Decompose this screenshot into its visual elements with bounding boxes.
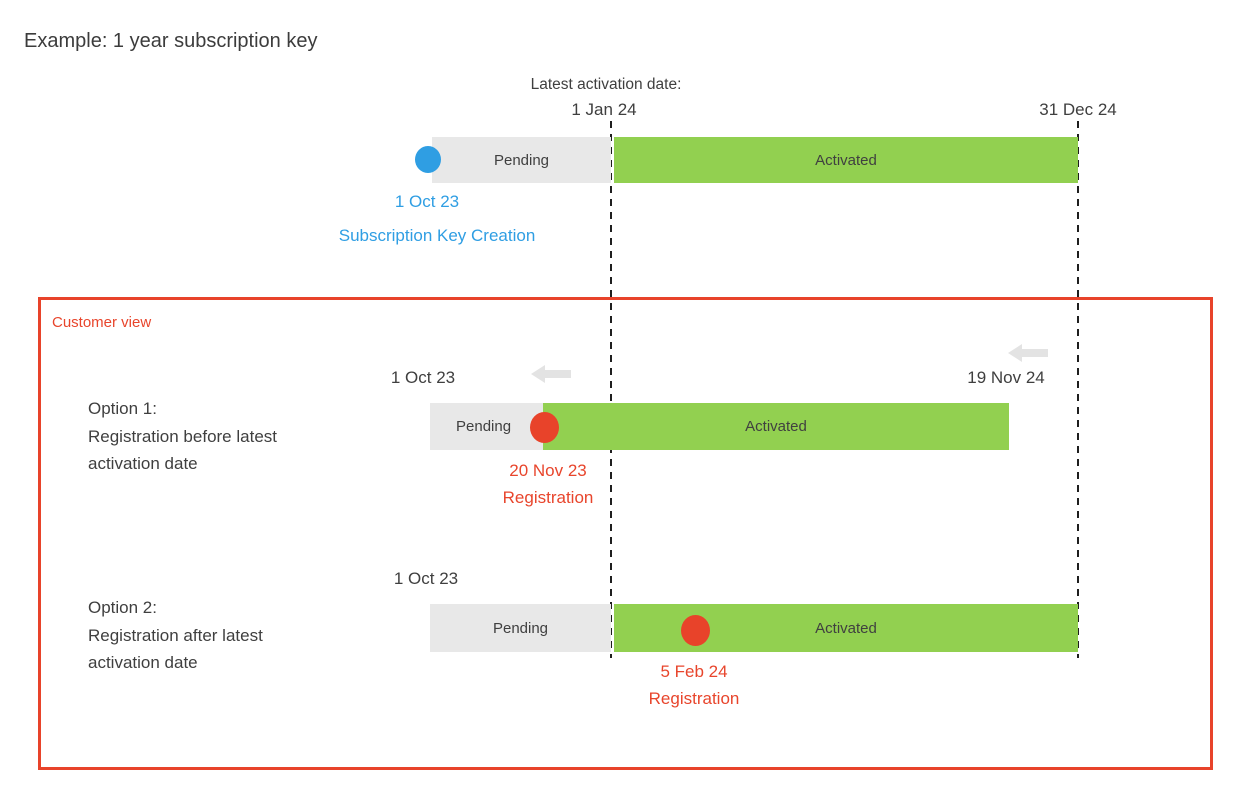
- option1-registration-date: 20 Nov 23: [509, 461, 587, 480]
- option2-activated-label: Activated: [815, 619, 877, 637]
- option2-description: Option 2: Registration after latest acti…: [88, 594, 263, 677]
- option1-pending-bar: Pending: [430, 403, 543, 450]
- option1-name: Option 1:: [88, 399, 157, 418]
- option1-description-line1: Registration before latest: [88, 426, 277, 446]
- end-date-dashed-line: [1077, 121, 1079, 658]
- vendor-activated-label: Activated: [815, 151, 877, 169]
- option2-start-date: 1 Oct 23: [393, 569, 459, 588]
- option2-registration-dot: [681, 615, 710, 646]
- customer-view-label: Customer view: [52, 314, 152, 331]
- key-creation-dot: [415, 146, 441, 173]
- option1-description-line2: activation date: [88, 454, 198, 473]
- key-creation-label: Subscription Key Creation: [338, 226, 536, 245]
- option1-registration-dot: [530, 412, 559, 443]
- latest-activation-dashed-line: [610, 121, 612, 658]
- option2-pending-label: Pending: [492, 619, 549, 637]
- option2-description-line2: activation date: [88, 653, 198, 672]
- option2-registration-label: Registration: [648, 689, 740, 708]
- option1-registration-label: Registration: [502, 488, 594, 507]
- vendor-pending-bar: Pending: [432, 137, 611, 183]
- subscription-end-date: 31 Dec 24: [1039, 100, 1117, 119]
- left-arrow-icon: [1008, 344, 1048, 362]
- option1-activated-bar: Activated: [543, 403, 1009, 450]
- latest-activation-label: Latest activation date:: [530, 76, 682, 93]
- option2-description-line1: Registration after latest: [88, 625, 263, 645]
- option1-description: Option 1: Registration before latest act…: [88, 395, 277, 478]
- left-arrow-icon: [531, 365, 571, 383]
- option2-registration-date: 5 Feb 24: [660, 662, 728, 681]
- option1-pending-label: Pending: [456, 418, 512, 435]
- customer-view-box: [38, 297, 1213, 770]
- vendor-activated-bar: Activated: [614, 137, 1078, 183]
- page-title: Example: 1 year subscription key: [24, 30, 318, 52]
- option1-activated-label: Activated: [745, 418, 807, 435]
- option2-name: Option 2:: [88, 598, 157, 617]
- option2-pending-bar: Pending: [430, 604, 611, 652]
- vendor-pending-label: Pending: [493, 151, 550, 169]
- latest-activation-date: 1 Jan 24: [571, 100, 637, 119]
- option1-start-date: 1 Oct 23: [390, 368, 456, 387]
- option1-end-date: 19 Nov 24: [967, 368, 1045, 387]
- key-creation-date: 1 Oct 23: [394, 192, 460, 211]
